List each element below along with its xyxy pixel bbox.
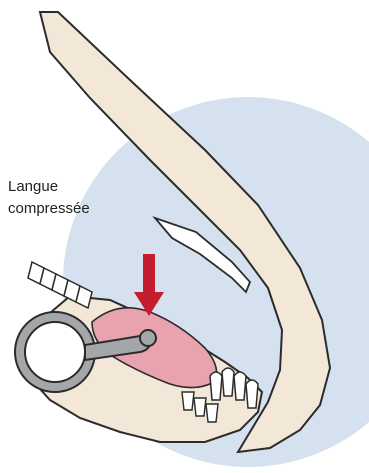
incisor-tooth: [210, 372, 222, 400]
lower-incisor-tooth: [182, 392, 194, 410]
lower-incisor-tooth: [206, 404, 218, 422]
incisor-tooth: [246, 380, 258, 408]
lower-incisor-tooth: [194, 398, 206, 416]
incisor-tooth: [234, 372, 246, 400]
incisor-tooth: [222, 368, 234, 396]
tongue-label: Langue compressée: [8, 176, 90, 220]
